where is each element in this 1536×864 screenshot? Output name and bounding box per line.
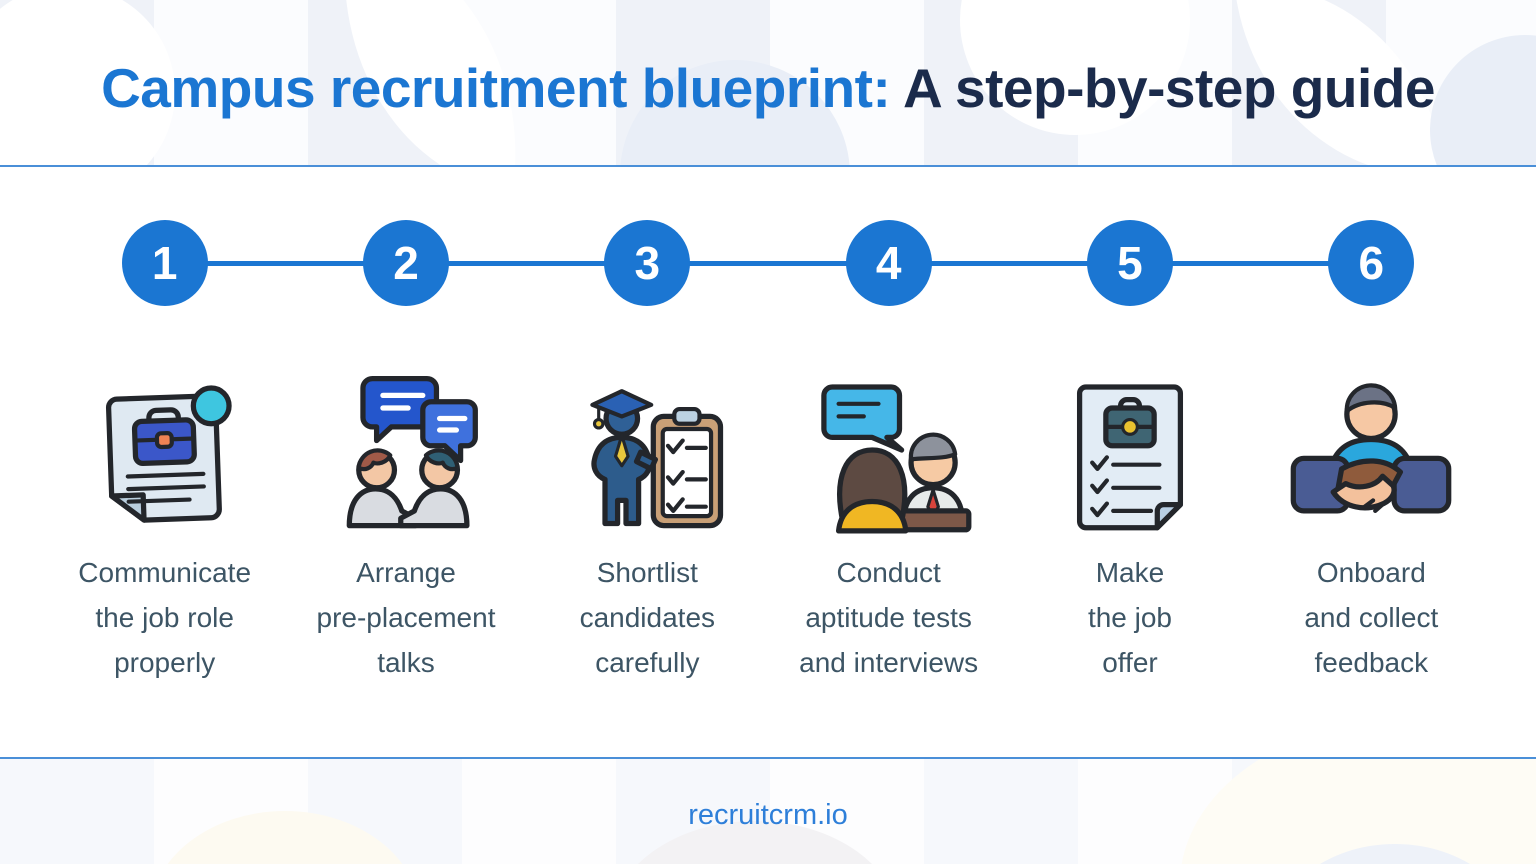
step-number: 1 bbox=[151, 237, 178, 289]
step-number: 5 bbox=[1117, 237, 1143, 289]
onboard-feedback-icon bbox=[1290, 383, 1452, 514]
page-title: Campus recruitment blueprint: A step-by-… bbox=[0, 0, 1536, 120]
pre-placement-talks-icon bbox=[346, 375, 478, 529]
step-circle-2: 2 bbox=[362, 220, 449, 306]
page-title-primary: Campus recruitment blueprint: bbox=[101, 57, 891, 119]
step-circle-4: 4 bbox=[845, 220, 932, 306]
step-label-1: Communicate the job role properly bbox=[78, 557, 252, 678]
step-circle-5: 5 bbox=[1086, 220, 1173, 306]
step-icons-row bbox=[44, 366, 1492, 534]
page-title-secondary: A step-by-step guide bbox=[903, 57, 1435, 119]
pattern-shape bbox=[1270, 844, 1520, 864]
step-circle-3: 3 bbox=[604, 220, 691, 306]
step-connector-line bbox=[164, 261, 1372, 266]
step-circle-6: 6 bbox=[1328, 220, 1415, 306]
shortlist-candidates-icon bbox=[590, 389, 724, 529]
step-circle-1: 1 bbox=[121, 220, 208, 306]
step-progress-track: 1 2 3 4 5 6 bbox=[44, 220, 1492, 306]
step-number: 2 bbox=[393, 237, 419, 289]
step-label-4: Conduct aptitude tests and interviews bbox=[799, 557, 979, 678]
step-label-6: Onboard and collect feedback bbox=[1304, 557, 1439, 678]
job-offer-letter-icon bbox=[1076, 384, 1183, 531]
job-role-document-icon bbox=[105, 385, 232, 523]
step-number: 3 bbox=[634, 237, 661, 289]
step-number: 4 bbox=[875, 237, 902, 289]
footer-website-link[interactable]: recruitcrm.io bbox=[688, 799, 848, 831]
content-area: 1 2 3 4 5 6 bbox=[0, 167, 1536, 757]
step-label-2: Arrange pre-placement talks bbox=[316, 557, 496, 678]
aptitude-interview-icon bbox=[820, 384, 972, 534]
step-label-5: Make the job offer bbox=[1087, 557, 1173, 678]
step-labels-row: Communicate the job role properly Arrang… bbox=[44, 550, 1492, 685]
header-band: Campus recruitment blueprint: A step-by-… bbox=[0, 0, 1536, 167]
step-number: 6 bbox=[1358, 237, 1385, 289]
step-label-3: Shortlist candidates carefully bbox=[579, 557, 716, 678]
footer-band: recruitcrm.io bbox=[0, 757, 1536, 864]
